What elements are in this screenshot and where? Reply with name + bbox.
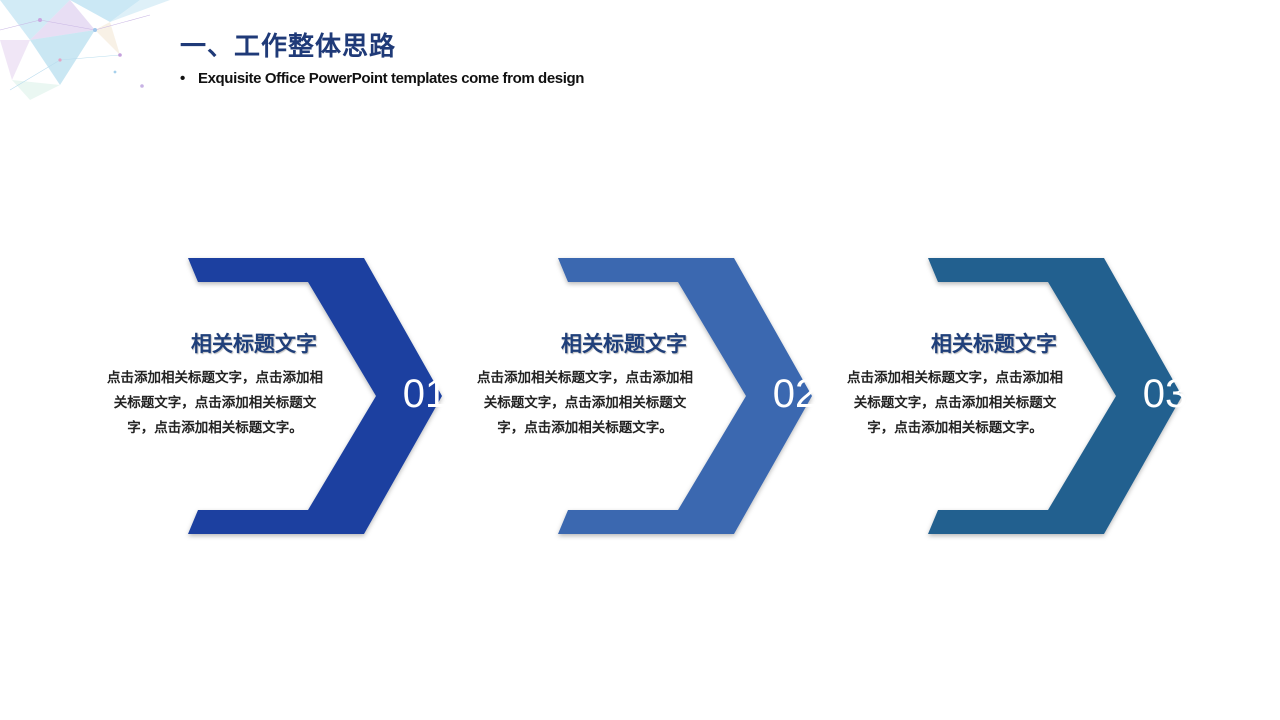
- step-1: 01 相关标题文字 点击添加相关标题文字，点击添加相关标题文字，点击添加相关标题…: [107, 256, 544, 538]
- chevron-shape: [188, 258, 442, 534]
- bullet-icon: •: [180, 70, 185, 87]
- step-number: 03: [1142, 372, 1188, 416]
- step-number: 02: [772, 372, 818, 416]
- subtitle-row: • Exquisite Office PowerPoint templates c…: [180, 70, 584, 87]
- chevron-polygon: [188, 258, 442, 534]
- chevron-shape: [558, 258, 812, 534]
- step-number: 01: [402, 372, 448, 416]
- subtitle-text: Exquisite Office PowerPoint templates co…: [198, 70, 584, 87]
- slide-title: 一、工作整体思路: [180, 32, 397, 62]
- step-3: 03 相关标题文字 点击添加相关标题文字，点击添加相关标题文字，点击添加相关标题…: [847, 256, 1280, 538]
- chevron-polygon: [928, 258, 1182, 534]
- step-title: 相关标题文字: [561, 332, 687, 356]
- chevron-shape: [928, 258, 1182, 534]
- step-title: 相关标题文字: [191, 332, 317, 356]
- step-description: 点击添加相关标题文字，点击添加相关标题文字，点击添加相关标题文字，点击添加相关标…: [847, 370, 1063, 436]
- corner-decoration: [0, 0, 170, 100]
- step-title: 相关标题文字: [931, 332, 1057, 356]
- step-description: 点击添加相关标题文字，点击添加相关标题文字，点击添加相关标题文字，点击添加相关标…: [107, 370, 323, 436]
- step-2: 02 相关标题文字 点击添加相关标题文字，点击添加相关标题文字，点击添加相关标题…: [477, 256, 914, 538]
- chevron-polygon: [558, 258, 812, 534]
- step-description: 点击添加相关标题文字，点击添加相关标题文字，点击添加相关标题文字，点击添加相关标…: [477, 370, 693, 436]
